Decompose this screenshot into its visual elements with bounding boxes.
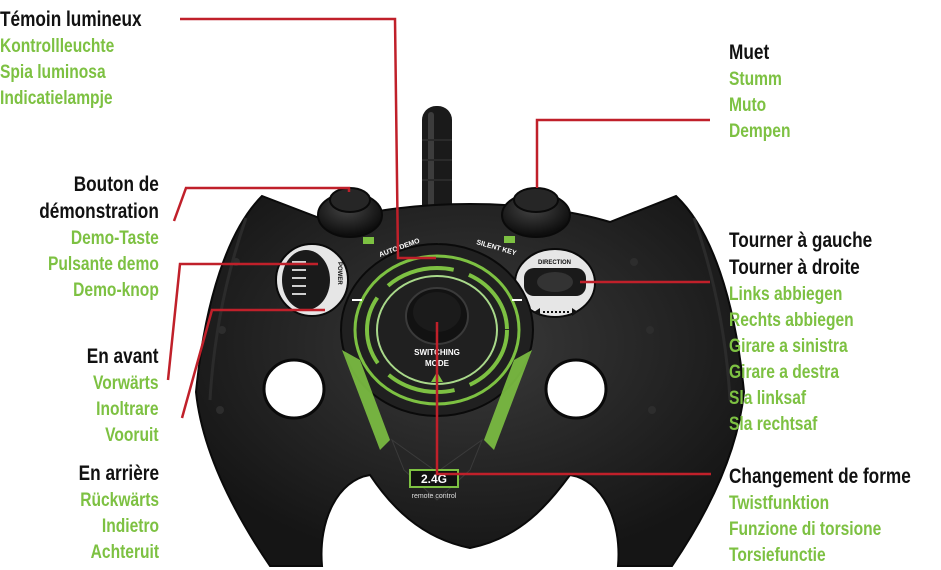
- callout-translation: Dempen: [729, 121, 791, 142]
- callout-translation: Funzione di torsione: [729, 519, 882, 540]
- leader-lines: [166, 17, 711, 476]
- callout-translation: Rückwärts: [80, 490, 159, 511]
- right-grip-hole: [544, 358, 608, 420]
- callout-title: Changement de forme: [729, 465, 911, 488]
- direction-wheel[interactable]: DIRECTION: [514, 248, 596, 318]
- callout-translation: Vooruit: [105, 425, 159, 446]
- callout-translation: Indicatielampje: [0, 88, 113, 109]
- callout-title: Tourner à gauche: [729, 229, 873, 252]
- leader-bouton: [172, 186, 351, 222]
- callout-tourner: Tourner à gauche Tourner à droite Links …: [729, 230, 904, 434]
- callout-translation: Inoltrare: [96, 399, 159, 420]
- callout-title: démonstration: [39, 200, 159, 223]
- leader-change: [435, 322, 711, 476]
- callout-translation: Muto: [729, 95, 767, 116]
- callout-translation: Stumm: [729, 69, 782, 90]
- callout-translation: Twistfunktion: [729, 493, 830, 514]
- callout-translation: Pulsante demo: [48, 254, 159, 275]
- callout-translation: Vorwärts: [93, 373, 159, 394]
- direction-label: DIRECTION: [538, 260, 571, 266]
- callout-translation: Torsiefunctie: [729, 545, 826, 566]
- callout-title: Témoin lumineux: [0, 8, 142, 31]
- callout-temoin: Témoin lumineux Kontrollleuchte Spia lum…: [0, 9, 160, 108]
- leader-avant: [166, 262, 318, 381]
- callout-title: Bouton de: [73, 173, 159, 196]
- callout-translation: Rechts abbiegen: [729, 310, 854, 331]
- left-grip-hole: [262, 358, 326, 420]
- callout-arriere: En arrière Rückwärts Indietro Achteruit: [61, 463, 159, 562]
- badge-text: 2.4G: [421, 472, 447, 486]
- callout-translation: Demo-knop: [73, 280, 159, 301]
- badge-subtext: remote control: [412, 493, 457, 500]
- callout-translation: Sla rechtsaf: [729, 414, 818, 435]
- throttle-wheel[interactable]: POWER: [275, 243, 349, 317]
- callout-title: En avant: [87, 345, 159, 368]
- callout-translation: Girare a sinistra: [729, 336, 848, 357]
- auto-demo-led: [363, 237, 374, 244]
- callout-bouton: Bouton de démonstration Demo-Taste Pulsa…: [13, 174, 159, 300]
- callout-translation: Indietro: [101, 516, 159, 537]
- callout-translation: Girare a destra: [729, 362, 839, 383]
- callout-translation: Kontrollleuchte: [0, 36, 115, 57]
- leader-temoin: [180, 17, 436, 260]
- callout-translation: Spia luminosa: [0, 62, 106, 83]
- callout-translation: Links abbiegen: [729, 284, 843, 305]
- leader-arriere: [180, 308, 325, 419]
- callout-translation: Sla linksaf: [729, 388, 807, 409]
- power-label: POWER: [336, 262, 342, 285]
- silent-led: [504, 236, 515, 243]
- callout-avant: En avant Vorwärts Inoltrare Vooruit: [71, 346, 159, 445]
- demo-knob[interactable]: [317, 187, 383, 238]
- callout-translation: Achteruit: [90, 542, 159, 563]
- callout-title: Tourner à droite: [729, 256, 860, 279]
- leader-muet: [535, 118, 710, 188]
- callout-muet: Muet Stumm Muto Dempen: [729, 42, 804, 141]
- silent-knob[interactable]: [501, 187, 571, 238]
- callout-title: Muet: [729, 41, 770, 64]
- callout-title: En arrière: [78, 462, 159, 485]
- switching-mode-button[interactable]: [405, 287, 469, 345]
- antenna: [422, 106, 452, 226]
- callout-translation: Demo-Taste: [70, 228, 159, 249]
- callout-change: Changement de forme Twistfunktion Funzio…: [729, 466, 941, 565]
